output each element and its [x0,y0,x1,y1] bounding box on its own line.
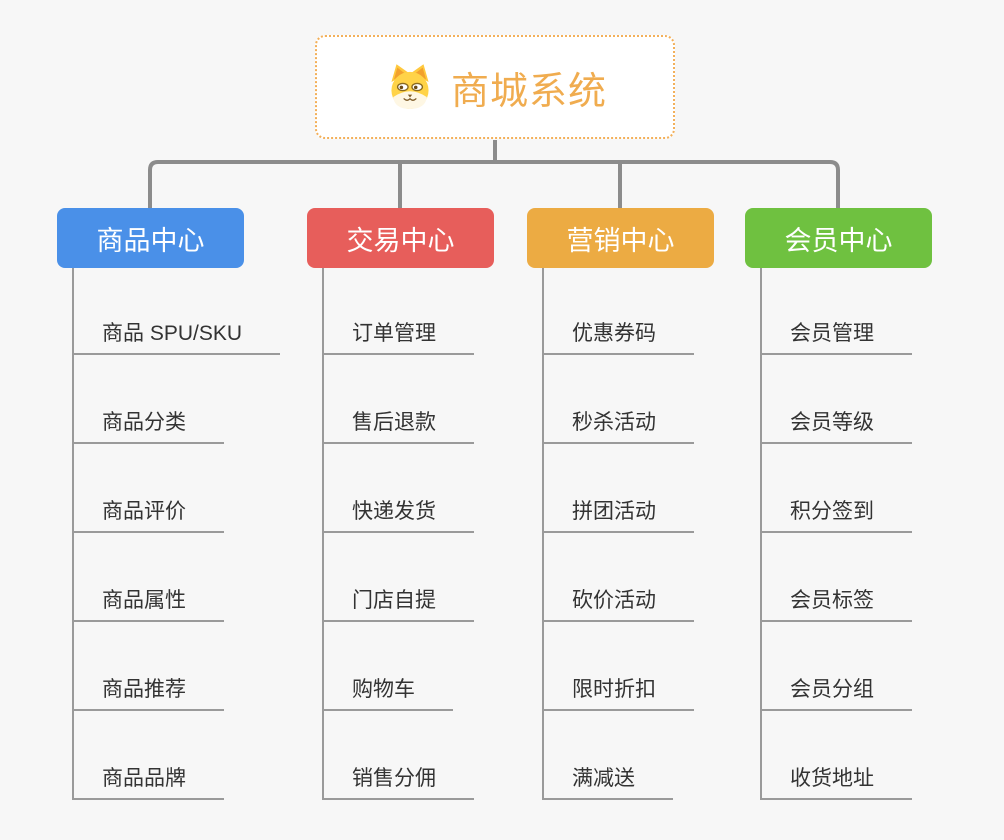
leaf-node[interactable]: 积分签到 [762,497,912,533]
root-title: 商城系统 [450,70,607,113]
shiba-dog-icon [383,60,437,114]
leaf-node[interactable]: 商品 SPU/SKU [74,319,281,355]
leaf-node[interactable]: 收货地址 [762,764,912,800]
leaf-node[interactable]: 销售分佣 [324,764,474,800]
leaf-node[interactable]: 会员标签 [762,586,912,622]
branch-node-marketing-center[interactable]: 营销中心 [527,208,714,268]
branch-children-trade-center: 订单管理 售后退款 快递发货 门店自提 购物车 销售分佣 [322,268,554,800]
leaf-node[interactable]: 会员等级 [762,408,912,444]
leaf-node[interactable]: 商品属性 [74,586,224,622]
leaf-node[interactable]: 商品推荐 [74,675,224,711]
leaf-node[interactable]: 商品分类 [74,408,224,444]
leaf-node[interactable]: 会员分组 [762,675,912,711]
leaf-node[interactable]: 快递发货 [324,497,474,533]
leaf-node[interactable]: 优惠券码 [544,319,694,355]
leaf-node[interactable]: 满减送 [544,764,673,800]
leaf-node[interactable]: 拼团活动 [544,497,694,533]
leaf-node[interactable]: 购物车 [324,675,453,711]
root-node[interactable]: 商城系统 [315,35,675,139]
leaf-node[interactable]: 砍价活动 [544,586,694,622]
branch-node-trade-center[interactable]: 交易中心 [307,208,494,268]
leaf-node[interactable]: 商品评价 [74,497,224,533]
branch-node-product-center[interactable]: 商品中心 [57,208,244,268]
leaf-node[interactable]: 商品品牌 [74,764,224,800]
leaf-node[interactable]: 门店自提 [324,586,474,622]
leaf-node[interactable]: 限时折扣 [544,675,694,711]
branch-children-member-center: 会员管理 会员等级 积分签到 会员标签 会员分组 收货地址 [760,268,992,800]
branch-node-member-center[interactable]: 会员中心 [745,208,932,268]
connector-lines [148,140,840,210]
leaf-node[interactable]: 会员管理 [762,319,912,355]
leaf-node[interactable]: 售后退款 [324,408,474,444]
branch-children-product-center: 商品 SPU/SKU 商品分类 商品评价 商品属性 商品推荐 商品品牌 [72,268,304,800]
leaf-node[interactable]: 订单管理 [324,319,474,355]
branch-children-marketing-center: 优惠券码 秒杀活动 拼团活动 砍价活动 限时折扣 满减送 [542,268,774,800]
leaf-node[interactable]: 秒杀活动 [544,408,694,444]
